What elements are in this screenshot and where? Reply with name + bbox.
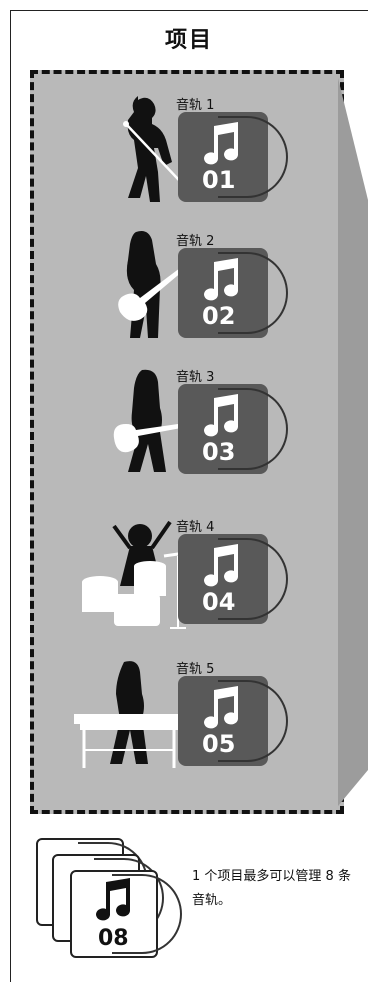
stack-number: 08: [98, 926, 129, 951]
music-note-icon: [204, 258, 239, 301]
keyboardist-silhouette: [74, 661, 184, 768]
max-tracks-note: 1 个项目最多可以管理 8 条音轨。: [192, 869, 351, 908]
track-number: 01: [202, 166, 236, 194]
music-note-icon: [204, 394, 239, 437]
track-album-icon: 04: [178, 534, 288, 624]
track-label: 音轨 3: [176, 370, 215, 385]
track-number: 02: [202, 302, 236, 330]
track-number: 04: [202, 588, 236, 616]
track-album-icon: 01: [178, 112, 288, 202]
track-album-icon: 03: [178, 384, 288, 474]
figure-frame: [10, 10, 368, 982]
guitarist-silhouette: [113, 369, 192, 472]
track-label: 音轨 5: [176, 662, 215, 677]
track-5: 音轨 5 05: [0, 658, 368, 778]
track-number: 05: [202, 730, 236, 758]
track-4: 音轨 4 04: [0, 516, 368, 636]
disc-outline: [218, 538, 288, 620]
stack-card-front: 08: [70, 870, 182, 958]
music-note-icon: [204, 122, 239, 165]
disc-outline: [218, 252, 288, 334]
disc-outline: [112, 874, 182, 954]
track-number: 03: [202, 438, 236, 466]
perspective-wedge: [338, 78, 368, 806]
track-album-icon: 02: [178, 248, 288, 338]
track-label: 音轨 4: [176, 520, 215, 535]
track-label: 音轨 2: [176, 234, 215, 249]
disc-outline: [218, 388, 288, 470]
music-note-icon: [204, 686, 239, 729]
track-stack-icon: 08: [36, 838, 182, 958]
music-note-icon: [96, 878, 131, 921]
disc-outline: [218, 680, 288, 762]
music-note-icon: [204, 544, 239, 587]
track-album-icon: 05: [178, 676, 288, 766]
guitarist-silhouette: [118, 231, 183, 338]
track-label: 音轨 1: [176, 98, 215, 113]
track-1: 音轨 1 01: [0, 94, 368, 214]
project-title: 项目: [164, 28, 213, 53]
drummer-silhouette: [82, 520, 193, 629]
track-3: 音轨 3 03: [0, 366, 368, 486]
disc-outline: [218, 116, 288, 198]
track-2: 音轨 2 02: [0, 230, 368, 350]
